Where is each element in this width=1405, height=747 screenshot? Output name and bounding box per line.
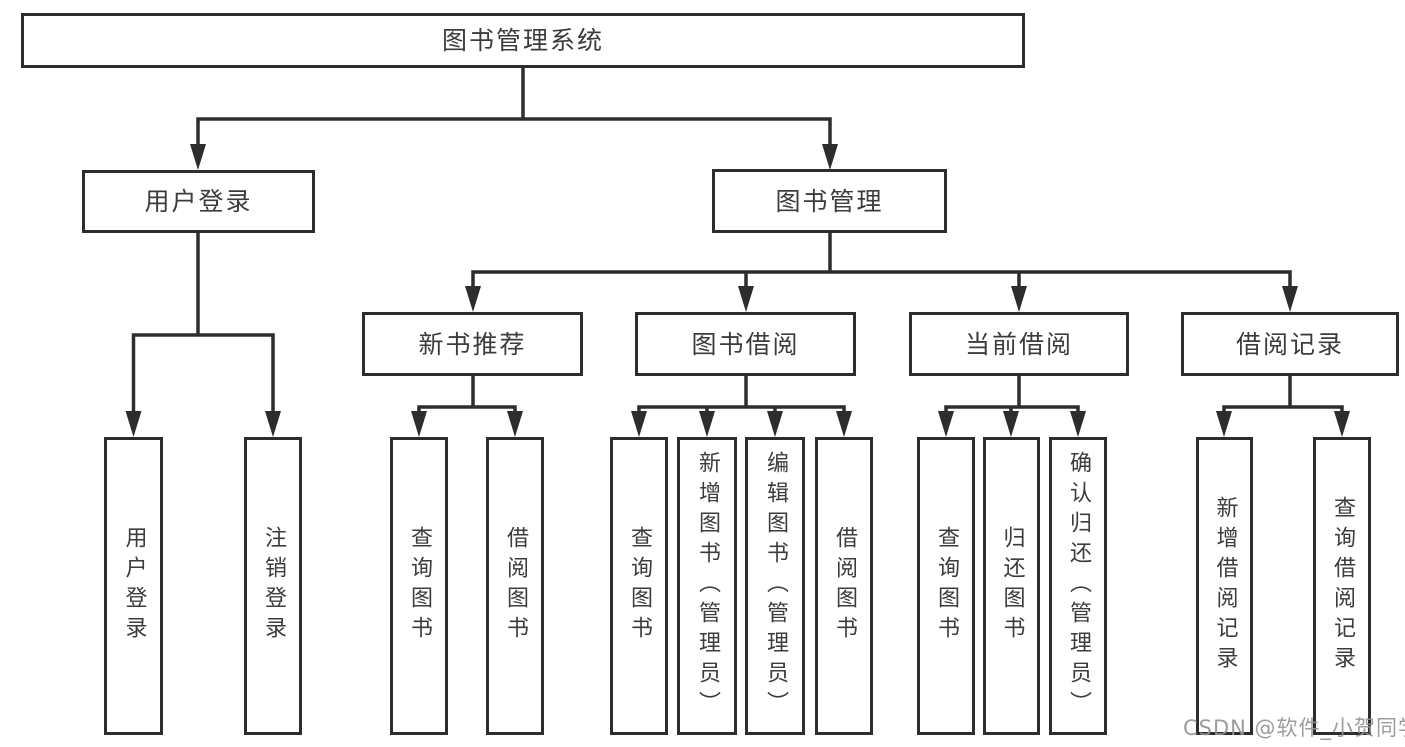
arrow-down-icon — [265, 411, 281, 437]
arrow-down-icon — [1282, 286, 1298, 312]
arrow-down-icon — [1070, 411, 1086, 437]
arrow-down-icon — [125, 411, 142, 437]
tree-edges — [131, 66, 1344, 415]
arrow-down-icon — [767, 411, 783, 437]
node-user-login: 用户登录 — [82, 170, 315, 233]
arrow-down-icon — [699, 411, 715, 437]
node-query-books: 查询图书 — [390, 437, 448, 735]
edge-root-to-level2 — [196, 66, 832, 148]
node-add-borrow-record: 新增借阅记录 — [1196, 437, 1253, 735]
edge-userlogin-to-leaves — [131, 231, 275, 415]
node-borrow-books: 借阅图书 — [815, 437, 873, 735]
arrow-down-icon — [1011, 286, 1027, 312]
arrow-down-icon — [1334, 411, 1350, 437]
node-query-books: 查询图书 — [610, 437, 668, 735]
node-edit-books-admin: 编辑图书（管理员） — [745, 437, 805, 735]
node-book-borrowing: 图书借阅 — [635, 312, 856, 376]
node-borrow-books: 借阅图书 — [486, 437, 544, 735]
edge-currentborrow-to-leaves — [944, 374, 1080, 415]
node-query-books: 查询图书 — [917, 437, 975, 735]
arrowheads — [125, 144, 1350, 437]
arrow-down-icon — [938, 411, 954, 437]
edge-bookmgmt-to-level3 — [471, 231, 1292, 290]
node-confirm-return-admin: 确认归还（管理员） — [1049, 437, 1107, 735]
node-user-login-leaf: 用户登录 — [104, 437, 163, 735]
edge-newbookrec-to-leaves — [417, 374, 517, 415]
arrow-down-icon — [822, 144, 838, 170]
node-library-management-system: 图书管理系统 — [21, 13, 1025, 68]
arrow-down-icon — [738, 286, 754, 312]
arrow-down-icon — [465, 286, 481, 312]
edge-bookborrow-to-leaves — [637, 374, 846, 415]
node-query-borrow-record: 查询借阅记录 — [1313, 437, 1371, 735]
edge-borrowrecord-to-leaves — [1222, 374, 1344, 415]
arrow-down-icon — [190, 144, 206, 170]
node-add-books-admin: 新增图书（管理员） — [677, 437, 737, 735]
arrow-down-icon — [836, 411, 852, 437]
node-current-borrowing: 当前借阅 — [909, 312, 1129, 376]
arrow-down-icon — [507, 411, 523, 437]
arrow-down-icon — [1003, 411, 1019, 437]
csdn-watermark: CSDN @软件_小贺同学 — [1183, 716, 1405, 740]
node-borrowing-records: 借阅记录 — [1181, 312, 1399, 376]
arrow-down-icon — [1216, 411, 1232, 437]
node-logout: 注销登录 — [244, 437, 302, 735]
node-new-book-recommend: 新书推荐 — [362, 312, 583, 376]
arrow-down-icon — [631, 411, 647, 437]
arrow-down-icon — [411, 411, 427, 437]
node-return-books: 归还图书 — [983, 437, 1040, 735]
node-book-management: 图书管理 — [712, 169, 947, 233]
